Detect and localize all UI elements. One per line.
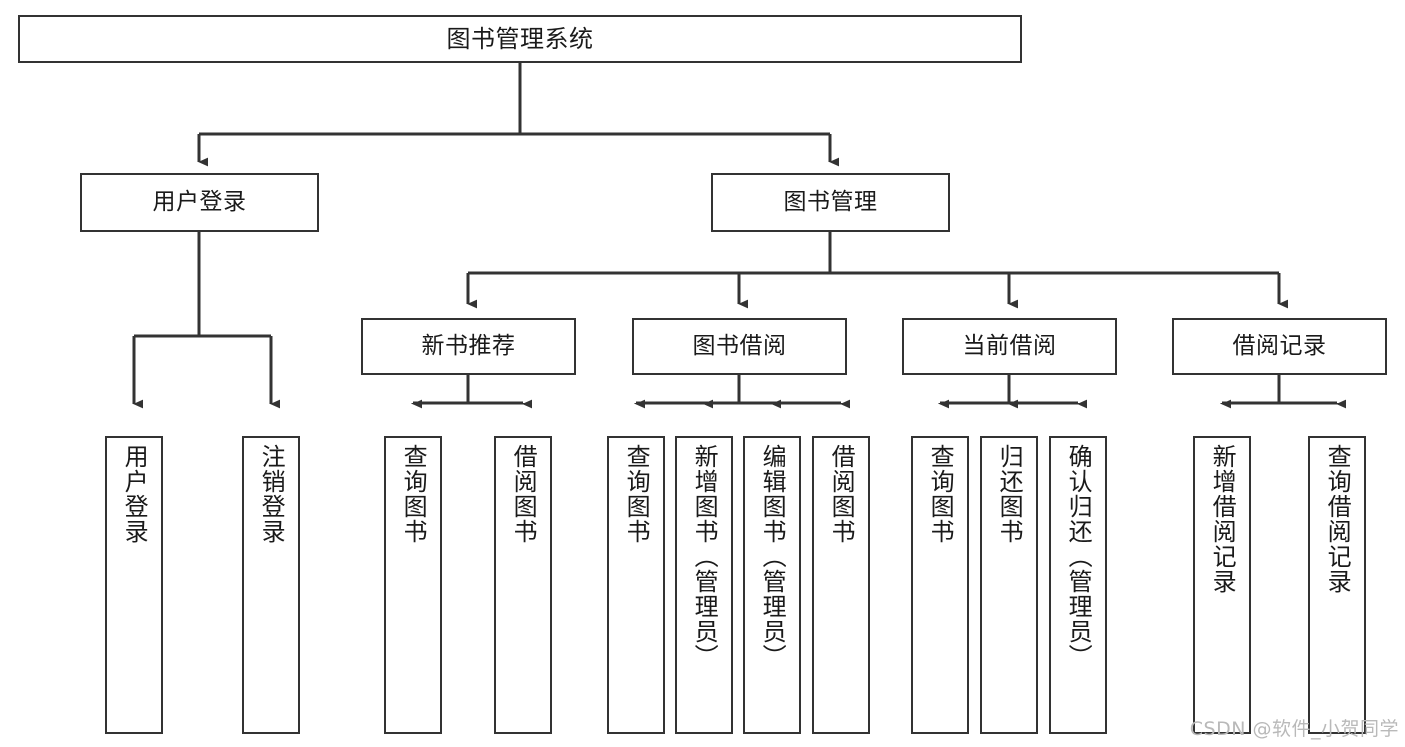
node-leaf-borrow-books-1-label: 借阅图书 bbox=[509, 444, 538, 544]
node-leaf-query-record[interactable]: 查询借阅记录 bbox=[1308, 436, 1366, 734]
node-leaf-add-record[interactable]: 新增借阅记录 bbox=[1193, 436, 1251, 734]
node-current-borrow[interactable]: 当前借阅 bbox=[902, 318, 1117, 375]
node-root-system-label: 图书管理系统 bbox=[446, 25, 594, 53]
node-book-management-label: 图书管理 bbox=[783, 189, 878, 215]
node-leaf-confirm-return[interactable]: 确认归还（管理员） bbox=[1049, 436, 1107, 734]
node-leaf-query-books-3-label: 查询图书 bbox=[926, 444, 955, 544]
node-leaf-user-login-label: 用户登录 bbox=[120, 444, 149, 544]
node-leaf-edit-book[interactable]: 编辑图书（管理员） bbox=[743, 436, 801, 734]
node-book-management[interactable]: 图书管理 bbox=[711, 173, 950, 232]
node-leaf-add-book[interactable]: 新增图书（管理员） bbox=[675, 436, 733, 734]
node-root-system[interactable]: 图书管理系统 bbox=[18, 15, 1022, 63]
node-book-borrow[interactable]: 图书借阅 bbox=[632, 318, 847, 375]
node-leaf-return-book[interactable]: 归还图书 bbox=[980, 436, 1038, 734]
node-leaf-add-record-label: 新增借阅记录 bbox=[1208, 444, 1237, 594]
node-leaf-query-books-2-label: 查询图书 bbox=[622, 444, 651, 544]
node-user-login-label: 用户登录 bbox=[152, 189, 247, 215]
watermark-text: CSDN @软件_小贺同学 bbox=[1189, 718, 1399, 740]
node-leaf-logout-label: 注销登录 bbox=[257, 444, 286, 544]
node-leaf-query-record-label: 查询借阅记录 bbox=[1323, 444, 1352, 594]
node-leaf-logout[interactable]: 注销登录 bbox=[242, 436, 300, 734]
node-new-book-recommend-label: 新书推荐 bbox=[421, 333, 516, 359]
node-leaf-borrow-books-2-label: 借阅图书 bbox=[827, 444, 856, 544]
node-leaf-edit-book-label: 编辑图书（管理员） bbox=[758, 444, 787, 669]
node-current-borrow-label: 当前借阅 bbox=[962, 333, 1057, 359]
node-borrow-record-label: 借阅记录 bbox=[1232, 333, 1327, 359]
node-leaf-query-books-1-label: 查询图书 bbox=[399, 444, 428, 544]
node-leaf-query-books-2[interactable]: 查询图书 bbox=[607, 436, 665, 734]
node-leaf-query-books-3[interactable]: 查询图书 bbox=[911, 436, 969, 734]
node-borrow-record[interactable]: 借阅记录 bbox=[1172, 318, 1387, 375]
node-leaf-confirm-return-label: 确认归还（管理员） bbox=[1064, 444, 1093, 669]
node-leaf-borrow-books-2[interactable]: 借阅图书 bbox=[812, 436, 870, 734]
node-book-borrow-label: 图书借阅 bbox=[692, 333, 787, 359]
node-user-login[interactable]: 用户登录 bbox=[80, 173, 319, 232]
node-leaf-query-books-1[interactable]: 查询图书 bbox=[384, 436, 442, 734]
node-leaf-return-book-label: 归还图书 bbox=[995, 444, 1024, 544]
node-leaf-borrow-books-1[interactable]: 借阅图书 bbox=[494, 436, 552, 734]
node-leaf-user-login[interactable]: 用户登录 bbox=[105, 436, 163, 734]
node-new-book-recommend[interactable]: 新书推荐 bbox=[361, 318, 576, 375]
node-leaf-add-book-label: 新增图书（管理员） bbox=[690, 444, 719, 669]
